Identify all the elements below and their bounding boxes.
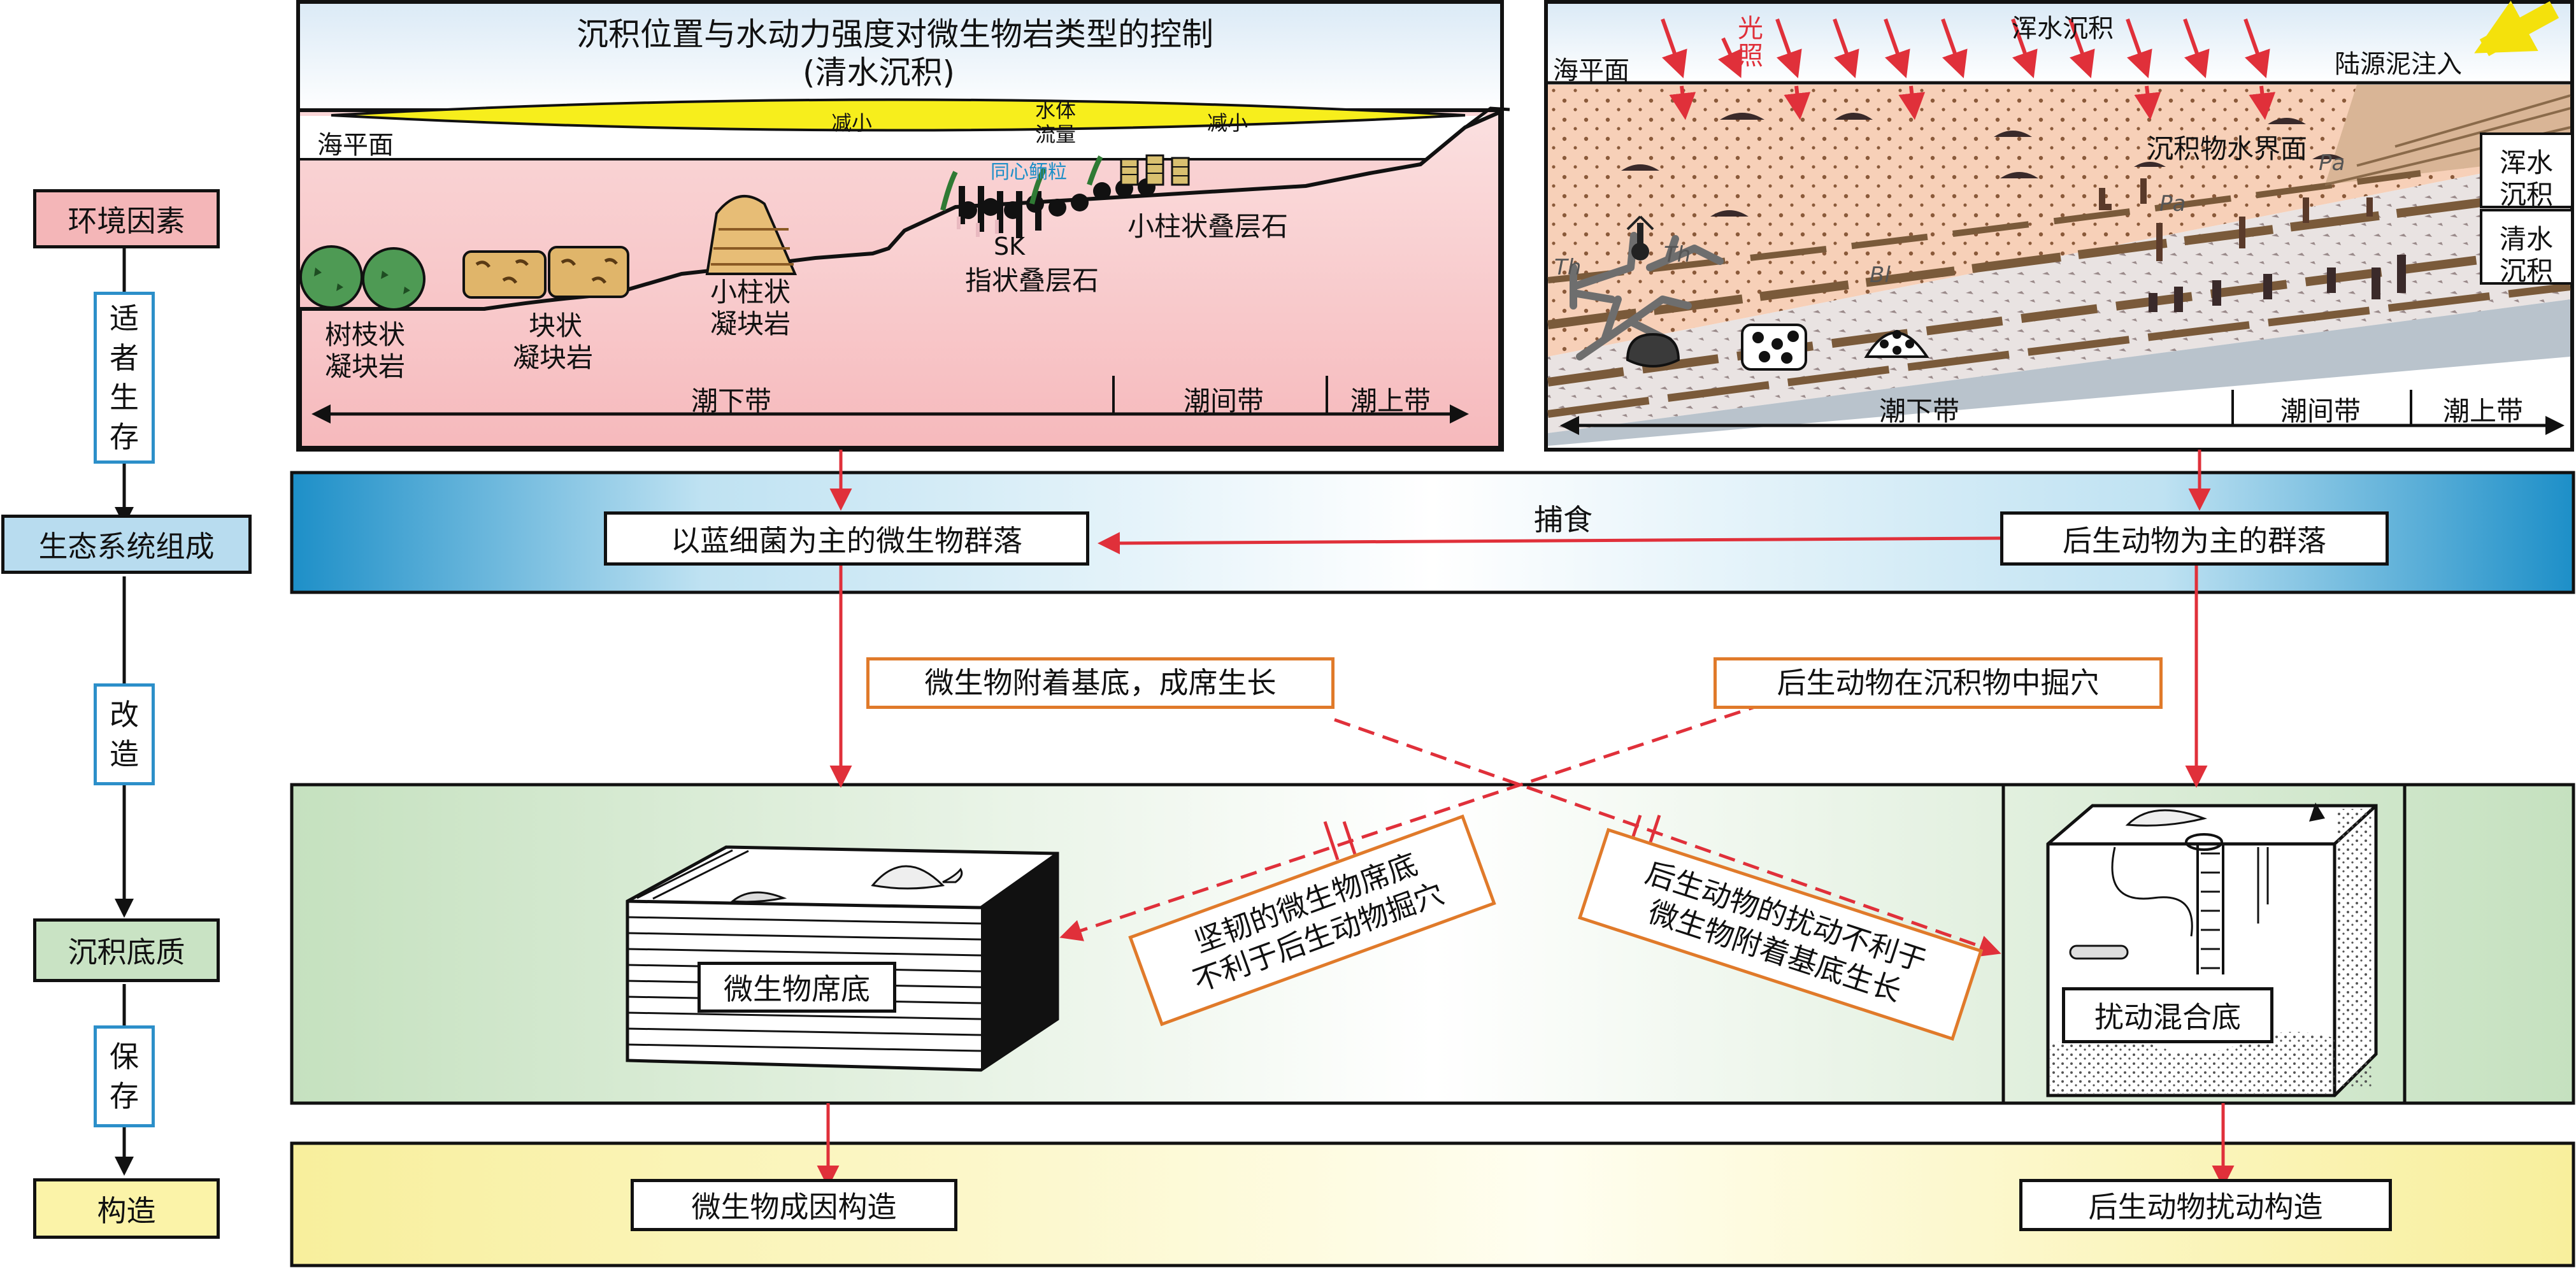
intertidal-left: 潮间带 — [1184, 385, 1264, 417]
stromatolite-icon — [940, 154, 1190, 238]
columnar-thrombolite-label-1: 小柱状 — [710, 276, 791, 308]
bioturbated-label: 扰动混合底 — [2062, 987, 2273, 1043]
sea-level-right: 海平面 — [1553, 56, 1629, 85]
flow-lens — [331, 98, 1466, 132]
decrease-right: 减小 — [1207, 111, 1249, 135]
shrimp-icon — [1626, 215, 1654, 260]
bioturbated-block — [2046, 803, 2378, 1097]
subtidal-left: 潮下带 — [691, 385, 772, 417]
microbial-mat-block — [626, 845, 1059, 1072]
dendrolite-icon — [299, 245, 426, 311]
clear-label-1: 清水 — [2500, 224, 2554, 255]
small-columnar-stromatolite-label: 小柱状叠层石 — [1127, 211, 1289, 242]
massive-thrombolite-icon — [462, 246, 629, 299]
structure-label: 构造 — [33, 1178, 220, 1239]
ecosystem-label: 生态系统组成 — [1, 515, 252, 574]
light-label-2: 照 — [1738, 41, 1763, 71]
massive-thrombolite-label-1: 块状 — [529, 310, 583, 341]
columnar-thrombolite-icon — [705, 195, 798, 275]
clearwater-subtitle: (清水沉积) — [803, 54, 955, 91]
substrate-label: 沉积底质 — [33, 918, 220, 982]
clearwater-panel — [296, 0, 1510, 452]
preservation-label: 保存 — [94, 1025, 155, 1127]
adaptation-label: 适者 生存 — [94, 292, 155, 464]
muddy-panel — [1544, 0, 2574, 452]
env-factors-label: 环境因素 — [33, 189, 220, 248]
modification-label: 改造 — [94, 683, 155, 785]
microbial-attach-box: 微生物附着基底，成席生长 — [866, 657, 1335, 709]
clear-label-2: 沉积 — [2500, 255, 2554, 287]
microbial-community-box: 以蓝细菌为主的微生物群落 — [604, 511, 1089, 566]
swi-label: 沉积物水界面 — [2147, 133, 2308, 164]
th-label-2: Th — [1664, 242, 1691, 268]
predation-label: 捕食 — [1534, 503, 1592, 537]
flow-line2: 流量 — [1035, 122, 1077, 146]
oolite-label: 同心鲕粒 — [991, 161, 1067, 183]
decrease-left: 减小 — [831, 111, 873, 135]
sk-label: SK — [994, 232, 1026, 260]
microbial-mat-label: 微生物席底 — [698, 962, 896, 1013]
massive-thrombolite-label-2: 凝块岩 — [513, 342, 594, 373]
dendrolite-label-1: 树枝状 — [325, 319, 406, 350]
thrombolite-mounds — [1626, 324, 1929, 371]
muddy-deposition-label: 浑水沉积 — [2012, 14, 2114, 43]
intertidal-right: 潮间带 — [2280, 396, 2361, 427]
pa-label-2: Pa — [2159, 191, 2186, 217]
light-label-1: 光 — [1738, 14, 1763, 43]
red-arrows — [817, 450, 2235, 1188]
terrigenous-input-label: 陆源泥注入 — [2335, 50, 2462, 79]
pa-label-1: Pa — [2319, 150, 2345, 176]
th-label-1: Th — [1554, 255, 1582, 280]
clearwater-title: 沉积位置与水动力强度对微生物岩类型的控制 — [576, 16, 1213, 53]
microbial-structure-box: 微生物成因构造 — [631, 1179, 957, 1231]
digitate-stromatolite-label: 指状叠层石 — [965, 265, 1099, 296]
flow-line1: 水体 — [1035, 98, 1077, 122]
terrigenous-arrow — [2474, 1, 2559, 57]
dendrolite-label-2: 凝块岩 — [325, 351, 406, 382]
bl-label: Bl — [1870, 262, 1891, 288]
metazoan-community-box: 后生动物为主的群落 — [2000, 511, 2389, 566]
muddy-label-1: 浑水 — [2500, 147, 2554, 178]
sea-level-left: 海平面 — [317, 131, 394, 160]
supratidal-left: 潮上带 — [1350, 385, 1431, 417]
bioturbation-structure-box: 后生动物扰动构造 — [2019, 1179, 2392, 1231]
light-arrows — [1661, 18, 2276, 120]
muddy-label-2: 沉积 — [2500, 179, 2554, 210]
metazoan-burrow-box: 后生动物在沉积物中掘穴 — [1714, 657, 2163, 709]
supratidal-right: 潮上带 — [2443, 396, 2524, 427]
subtidal-right: 潮下带 — [1879, 396, 1960, 427]
columnar-thrombolite-label-2: 凝块岩 — [710, 308, 791, 339]
